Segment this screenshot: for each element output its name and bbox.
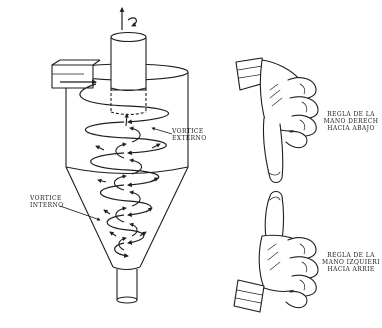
label-regla-derecha: REGLA DE LA MANO DERECH HACIA ABAJO	[322, 111, 380, 132]
label-regla-derecha-line3: HACIA ABAJO	[322, 125, 380, 132]
cyclone-separator-icon	[52, 33, 188, 304]
label-regla-izquierda-line3: HACIA ARRIE	[322, 266, 380, 273]
label-vortice-externo-line2: EXTERNO	[172, 135, 207, 142]
label-vortice-externo-line1: VORTICE	[172, 128, 207, 135]
label-regla-izquierda-line1: REGLA DE LA	[322, 252, 380, 259]
thumb-up-hand-icon	[234, 192, 318, 313]
label-regla-derecha-line1: REGLA DE LA	[322, 111, 380, 118]
label-vortice-interno-line2: INTERNO	[30, 202, 64, 209]
label-vortice-interno: VORTICE INTERNO	[30, 195, 64, 209]
label-regla-derecha-line2: MANO DERECH	[322, 118, 380, 125]
label-regla-izquierda-line2: MANO IZQUIERI	[322, 259, 380, 266]
outlet-flow-arrow-icon	[122, 8, 136, 30]
label-regla-izquierda: REGLA DE LA MANO IZQUIERI HACIA ARRIE	[322, 252, 380, 273]
outer-vortex-spiral-icon	[80, 84, 169, 256]
thumb-down-hand-icon	[236, 58, 318, 183]
label-vortice-externo: VORTICE EXTERNO	[172, 128, 207, 142]
label-vortice-interno-line1: VORTICE	[30, 195, 64, 202]
